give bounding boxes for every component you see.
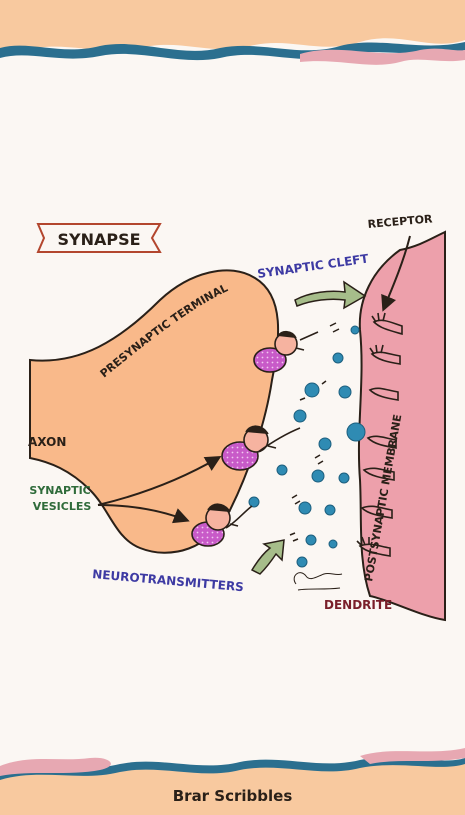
motion-dashes <box>289 322 340 542</box>
title-ribbon: SYNAPSE <box>36 223 162 253</box>
vesicle-character <box>221 425 301 471</box>
dendrite-shape <box>357 230 446 622</box>
green-arrow-cleft <box>294 280 367 310</box>
neurotransmitter-vesicles <box>248 325 366 568</box>
receptor-hand <box>360 505 393 519</box>
vesicle <box>346 422 366 442</box>
label-axon: AXON <box>28 435 66 449</box>
receptors <box>356 312 403 557</box>
diagram-title: SYNAPSE <box>57 230 140 249</box>
receptor-hand <box>362 467 395 481</box>
vesicle <box>324 504 336 516</box>
vesicles-arrow-down <box>97 504 190 524</box>
vesicle <box>332 352 344 364</box>
receptor-hand <box>366 435 397 449</box>
vesicle-character <box>191 503 253 547</box>
vesicle <box>298 501 312 515</box>
vesicle <box>305 534 317 546</box>
bottom-banner <box>0 748 465 815</box>
label-synaptic-vesicles: SYNAPTIC VESICLES <box>29 484 94 513</box>
receptor-hand <box>369 344 401 365</box>
label-synaptic-cleft: SYNAPTIC CLEFT <box>256 251 370 281</box>
signature-mark <box>293 572 343 591</box>
receptor-hand <box>356 536 391 557</box>
vesicle <box>311 469 325 483</box>
vesicle <box>276 464 288 476</box>
vesicle-character <box>253 330 319 373</box>
receptor-arrow <box>381 235 411 312</box>
label-neurotransmitters: NEUROTRANSMITTERS <box>92 567 245 594</box>
receptor-hand <box>368 387 399 401</box>
credit-text: Brar Scribbles <box>172 787 293 805</box>
label-dendrite: DENDRITE <box>324 598 392 612</box>
vesicle <box>304 382 320 398</box>
green-arrow-neurotransmitters <box>250 539 285 575</box>
vesicle-characters <box>191 330 319 547</box>
vesicle <box>293 409 307 423</box>
receptor-hand <box>371 312 403 336</box>
vesicle <box>350 325 360 335</box>
vesicle <box>248 496 260 508</box>
vesicles-arrow-up <box>97 455 222 506</box>
top-banner <box>0 0 465 65</box>
label-receptor: RECEPTOR <box>367 212 433 231</box>
vesicle <box>338 472 350 484</box>
vesicle <box>328 539 338 549</box>
vesicle <box>296 556 308 568</box>
vesicle <box>318 437 332 451</box>
vesicle <box>338 385 352 399</box>
